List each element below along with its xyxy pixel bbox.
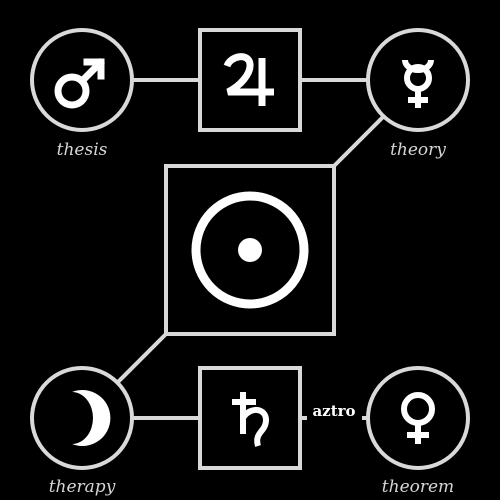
brand-label: aztro xyxy=(312,402,355,420)
sun-icon xyxy=(191,191,309,309)
venus-node[interactable] xyxy=(366,366,470,470)
saturn-icon xyxy=(232,392,270,447)
venus-icon xyxy=(401,392,435,444)
venus-label: theorem xyxy=(382,477,454,497)
connector-sun-moon xyxy=(113,332,168,387)
moon-node[interactable] xyxy=(30,366,134,470)
mars-label: thesis xyxy=(57,140,108,160)
saturn-node[interactable] xyxy=(198,366,302,470)
brand-label-bg xyxy=(307,401,362,421)
jupiter-node[interactable] xyxy=(198,28,302,132)
mars-icon xyxy=(54,58,105,109)
connector-mercury-sun xyxy=(332,113,387,168)
mercury-icon xyxy=(402,59,434,108)
jupiter-icon xyxy=(223,53,274,106)
mercury-label: theory xyxy=(390,140,446,160)
moon-label: therapy xyxy=(49,477,116,497)
crescent-moon-icon xyxy=(72,389,111,446)
mercury-node[interactable] xyxy=(366,28,470,132)
